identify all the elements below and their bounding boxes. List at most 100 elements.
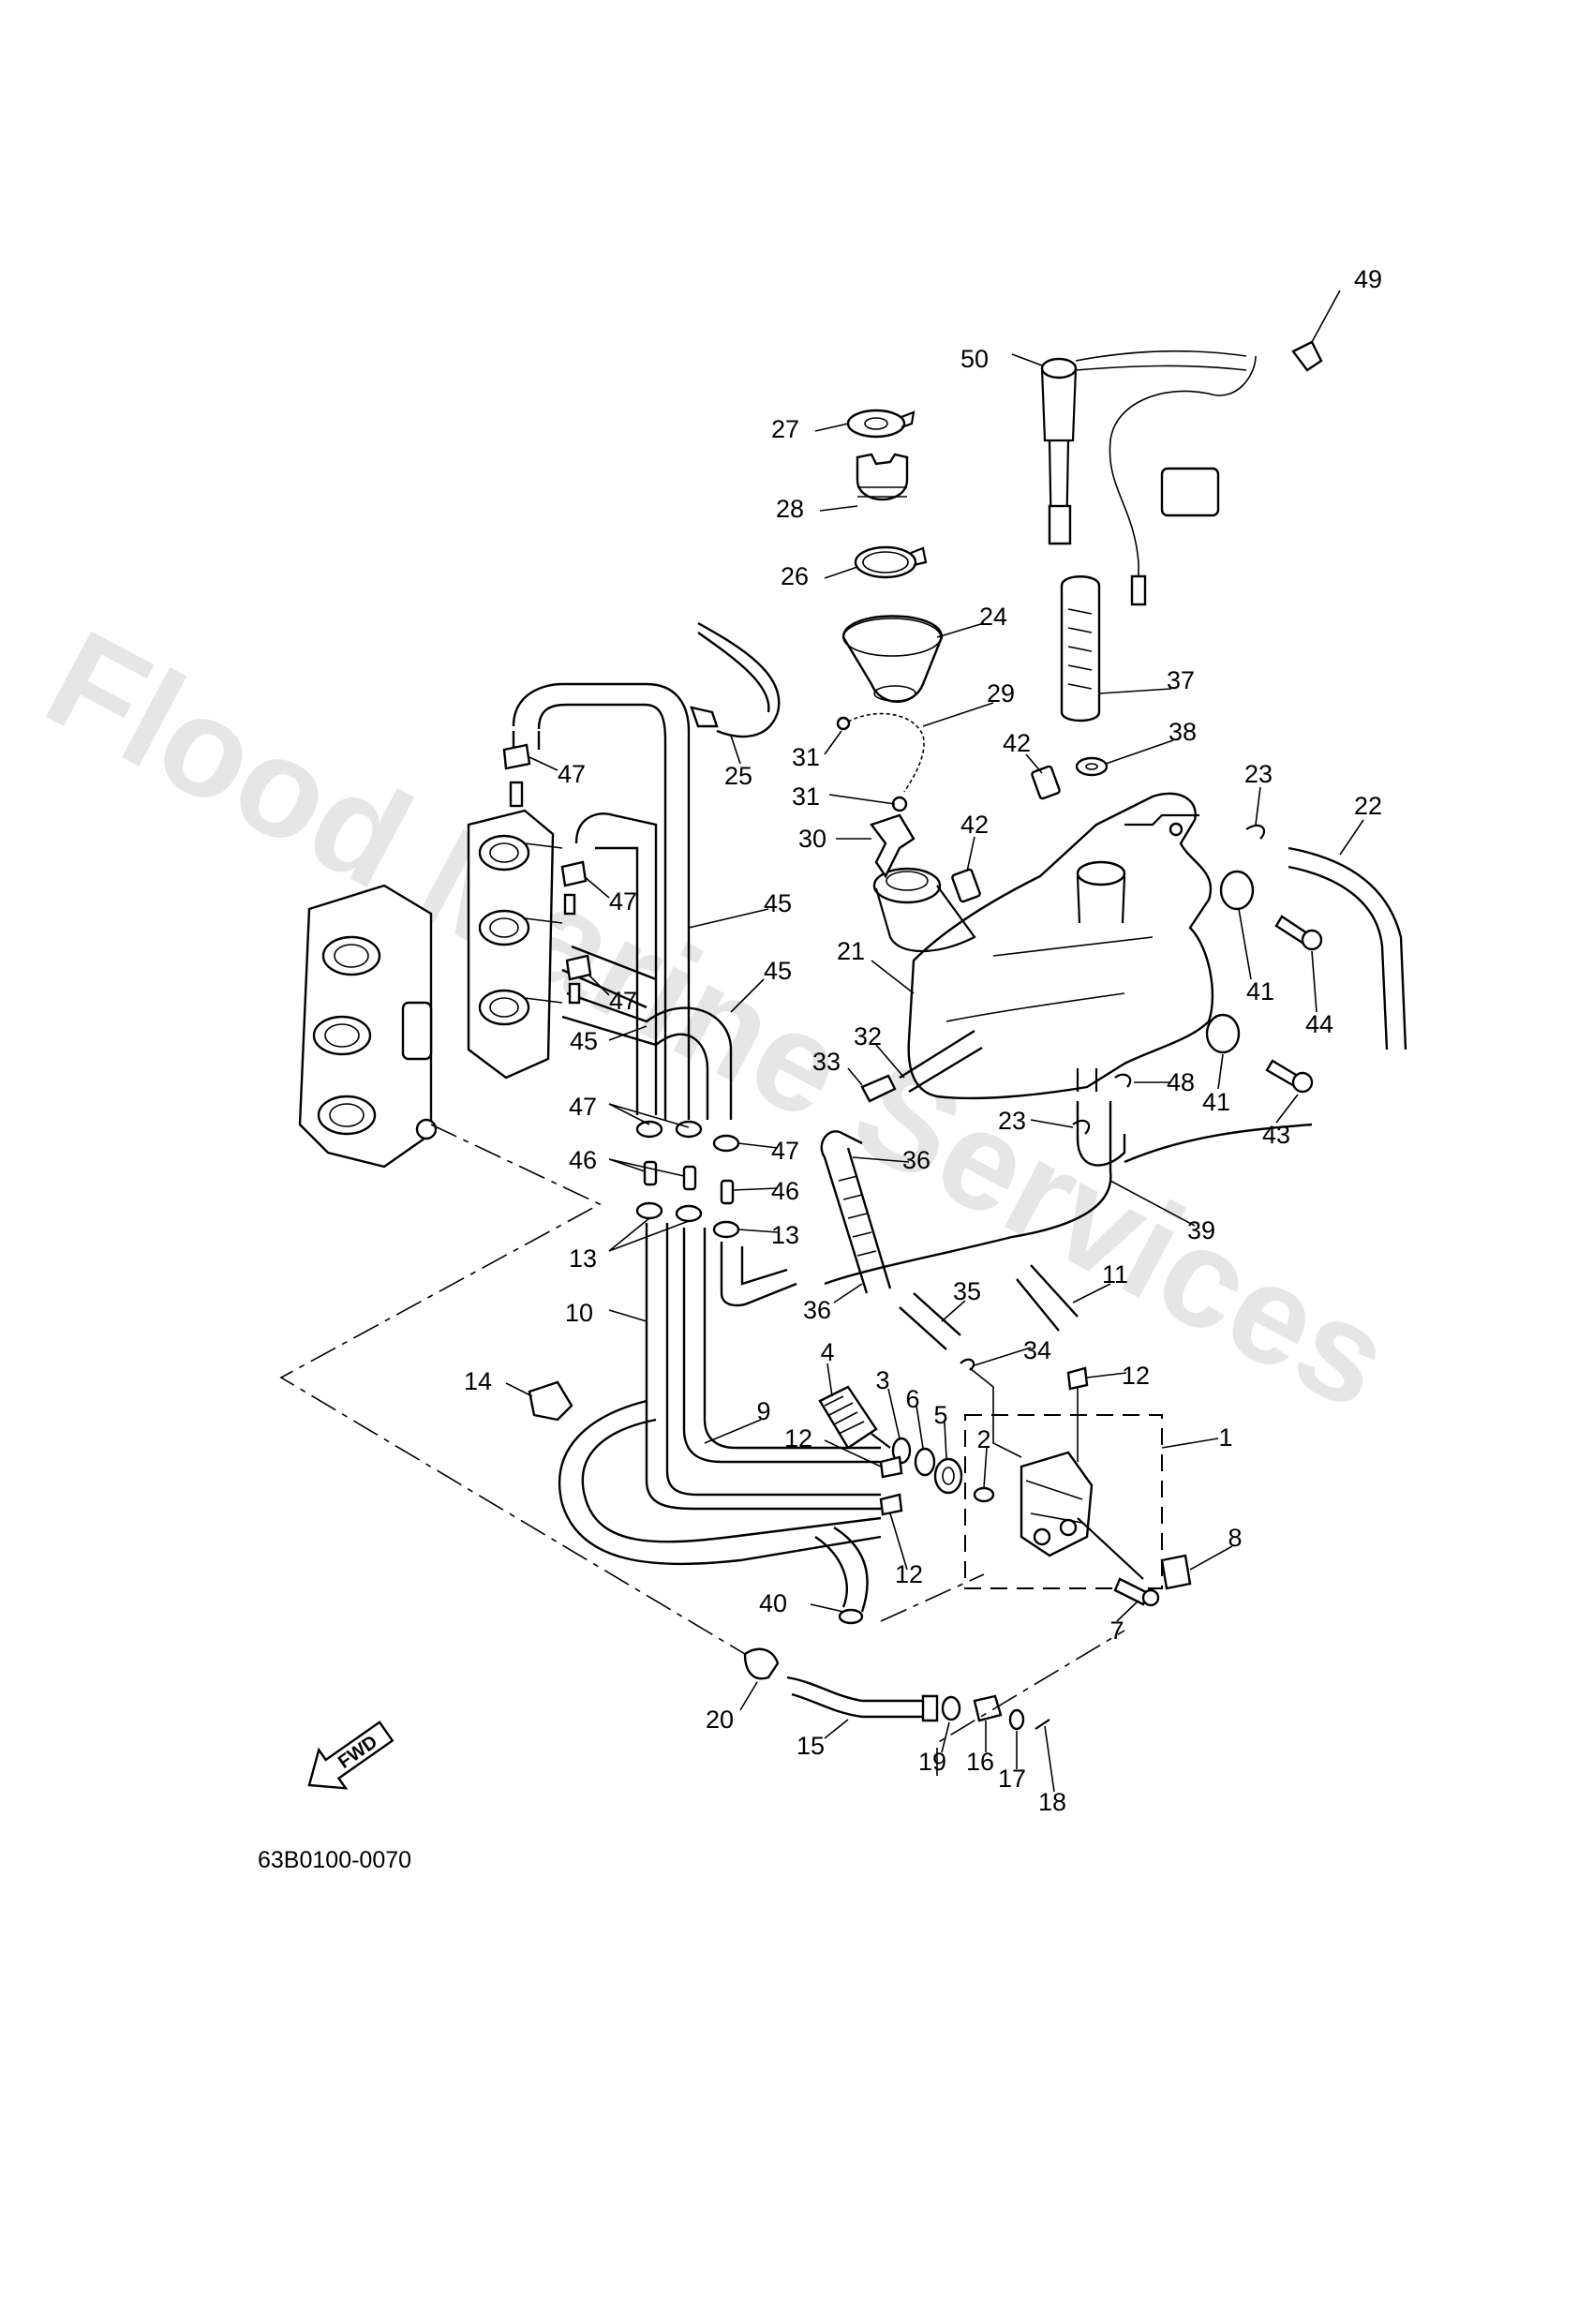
part-34-clip [960, 1358, 975, 1371]
callout-c10: 10 [565, 1299, 593, 1327]
callout-c14: 14 [464, 1367, 492, 1395]
part-24-funnel [841, 615, 944, 703]
filler-cap-parts [690, 409, 944, 879]
callout-c28: 28 [776, 495, 804, 523]
callout-c47d: 47 [569, 1093, 597, 1121]
carburetor-assembly [467, 809, 563, 1080]
tank-filler-neck [872, 867, 942, 904]
callout-c11: 11 [1102, 1260, 1128, 1289]
part-46b-filter [682, 1165, 697, 1191]
leader-lines [505, 290, 1364, 1793]
callout-c42b: 42 [960, 811, 989, 839]
callout-c47b: 47 [609, 887, 637, 916]
callout-c13b: 13 [569, 1244, 597, 1273]
part-14-clamp [528, 1380, 573, 1422]
callout-c23b: 23 [998, 1107, 1026, 1135]
part-12b-clip [879, 1455, 903, 1479]
callout-c44: 44 [1305, 1010, 1333, 1038]
pump-assembly-outline [964, 1414, 1163, 1589]
part-41a-grommet [1219, 870, 1255, 911]
part-41b-grommet [1205, 1013, 1241, 1054]
callout-c27: 27 [771, 415, 799, 443]
part-20-fitting [743, 1647, 780, 1680]
sensor-neck [1076, 860, 1126, 886]
callout-c22: 22 [1354, 792, 1382, 820]
part-35-hose [899, 1292, 961, 1350]
part-23b-clip [1072, 1119, 1091, 1135]
callout-c37: 37 [1167, 666, 1195, 694]
callout-c9: 9 [756, 1397, 770, 1425]
callout-c18: 18 [1038, 1788, 1066, 1816]
callout-c41b: 41 [1202, 1088, 1230, 1116]
part-46a-filter [643, 1160, 658, 1186]
callout-c25: 25 [724, 762, 752, 790]
callout-c36a: 36 [902, 1146, 930, 1174]
part-48-clip [1114, 1073, 1132, 1088]
part-5-seal [933, 1457, 963, 1495]
callout-c39: 39 [1187, 1216, 1215, 1244]
part-32-hose [899, 1029, 983, 1094]
callout-c35: 35 [953, 1277, 981, 1305]
part-11-hose [1016, 1264, 1079, 1332]
lower-fuel-line-parts [743, 1647, 1050, 1731]
part-8-fitting [1160, 1554, 1192, 1590]
part-7-screw [1113, 1577, 1150, 1606]
callout-c2: 2 [976, 1425, 990, 1453]
callout-c8: 8 [1228, 1524, 1242, 1552]
callout-c15: 15 [796, 1732, 825, 1760]
part-47a-clip [502, 743, 531, 770]
sensor-strainer [1060, 575, 1109, 777]
part-17-washer [1008, 1708, 1025, 1731]
part-23a-clip [1245, 824, 1266, 840]
callout-c50: 50 [960, 345, 989, 373]
callout-c34: 34 [1023, 1336, 1051, 1364]
callout-c46b: 46 [771, 1177, 799, 1205]
callout-c31b: 31 [792, 782, 820, 811]
callout-c3: 3 [875, 1366, 889, 1394]
oil-tank-assembly [872, 792, 1214, 1100]
callout-c40: 40 [759, 1589, 787, 1617]
callout-c29: 29 [987, 679, 1015, 708]
part-13a-clip [635, 1201, 663, 1220]
oil-level-sensor [1040, 340, 1323, 606]
part-2-oring [973, 1486, 995, 1503]
part-46c-filter [720, 1179, 735, 1205]
callout-c1: 1 [1218, 1423, 1232, 1452]
part-22-vent-hose [1288, 846, 1407, 1050]
part-42a [1031, 765, 1061, 800]
oil-pump-assembly [818, 1358, 1192, 1607]
part-49-clamp [1291, 340, 1323, 372]
part-12c-clip [879, 1493, 903, 1516]
callout-c42a: 42 [1003, 729, 1031, 757]
part-9-10-hoses [645, 1223, 881, 1511]
callout-c47a: 47 [558, 760, 586, 788]
sensor-connector [1160, 467, 1220, 517]
callout-c47e: 47 [771, 1137, 799, 1165]
part-29-chain [847, 712, 925, 793]
part-25-band [697, 621, 781, 738]
part-30-stopper [870, 813, 916, 879]
callout-c6: 6 [905, 1385, 919, 1413]
figure-code: 63B0100-0070 [258, 1847, 411, 1873]
fwd-arrow: FWD [307, 1721, 394, 1790]
callout-c49: 49 [1354, 265, 1382, 293]
part-50-sensor-head [1040, 357, 1078, 380]
part-42b [951, 868, 981, 903]
callout-c33: 33 [812, 1048, 841, 1076]
callout-c12c: 12 [895, 1560, 923, 1588]
part-6-washer [914, 1447, 936, 1477]
callout-c17: 17 [998, 1765, 1026, 1793]
callout-c45a: 45 [764, 889, 792, 917]
callout-c46a: 46 [569, 1146, 597, 1174]
part-27-plate [846, 409, 906, 439]
part-33-joint [860, 1074, 897, 1103]
callout-c7: 7 [1109, 1616, 1124, 1645]
oil-suction-hoses [820, 1029, 983, 1294]
part-12a-clip [1066, 1366, 1089, 1391]
callout-c20: 20 [706, 1706, 734, 1734]
oil-tank-body [907, 792, 1214, 1100]
callout-c36b: 36 [803, 1296, 831, 1324]
callout-c32: 32 [854, 1022, 882, 1050]
